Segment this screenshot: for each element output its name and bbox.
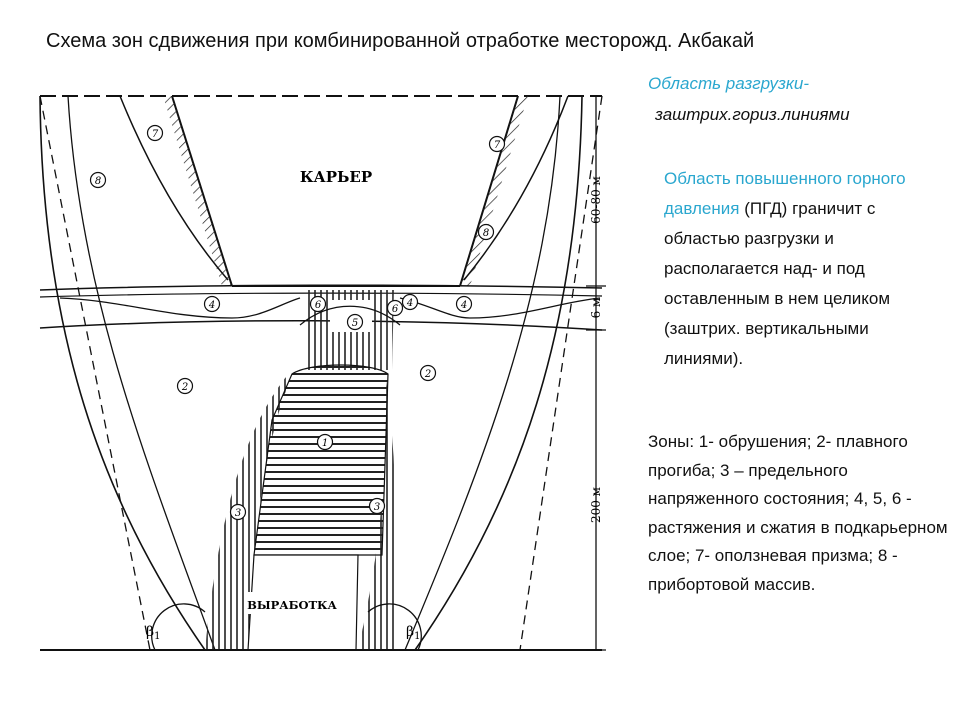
dashed-boundary-right (519, 95, 603, 651)
zone-marker-circle-5 (203, 295, 221, 313)
prism-curve-left (119, 95, 229, 281)
zone-marker-circle-9 (386, 299, 404, 317)
zone-marker-label-14: 3 (235, 508, 241, 519)
slide-title: Схема зон сдвижения при комбинированной … (46, 30, 755, 52)
zones-legend: Зоны: 1- обрушения; 2- плавного прогиба;… (648, 432, 948, 594)
lens-right (399, 297, 601, 319)
zone-marker-label-7: 6 (315, 300, 322, 311)
pgd-desc: граничит с областью разгрузки и располаг… (664, 199, 891, 368)
zone3-right-hatch (358, 372, 398, 650)
outer-envelope-right (414, 95, 583, 651)
zone-marker-circle-1 (146, 124, 164, 142)
zone-marker-label-2: 8 (95, 176, 101, 187)
zone-marker-label-9: 6 (392, 304, 399, 315)
pgd-abbr: (ПГД) (744, 199, 788, 218)
pit-wall-right-hatch (460, 96, 528, 286)
dashed-boundary-left (39, 95, 151, 651)
dim-top: 60-80 м (589, 176, 603, 224)
pgd-title: Область повышенного горного давления (664, 169, 906, 218)
zone-marker-circle-8 (346, 313, 364, 331)
pillar-arc (299, 305, 401, 326)
unload-outline (253, 364, 389, 556)
zone-marker-label-1: 7 (152, 129, 159, 140)
layer-line-top (39, 284, 603, 291)
unload-hatch (254, 365, 388, 555)
inner-envelope-left (67, 95, 216, 651)
zone-marker-circle-11 (176, 377, 194, 395)
zone-marker-circle-4 (477, 223, 495, 241)
pit-wall-left-hatch (163, 96, 232, 286)
pgd-text: Область повышенного горного давления (ПГ… (664, 164, 934, 374)
zone-marker-label-13: 1 (322, 438, 328, 449)
zone-marker-circle-13 (316, 433, 334, 451)
zone-marker-circle-12 (419, 364, 437, 382)
zone-marker-label-6: 4 (460, 300, 467, 311)
zone-marker-circle-3 (488, 135, 506, 153)
inner-envelope-right (404, 95, 561, 651)
zone-marker-label-8: 5 (352, 318, 358, 329)
angle-arc-left (151, 603, 206, 651)
zone-marker-circle-7 (309, 295, 327, 313)
angle-label-right: β1 (406, 624, 420, 642)
prism-curve-right (463, 95, 569, 281)
working-label-bg (248, 592, 334, 614)
dim-mid: 6 м (589, 298, 603, 319)
zone-marker-circle-15 (368, 497, 386, 515)
zone-marker-circle-6 (455, 295, 473, 313)
outer-envelope-left (39, 95, 206, 651)
dim-bottom: 200 м (589, 487, 603, 523)
zone-marker-label-15: 3 (374, 502, 380, 513)
zone-marker-label-10: 4 (406, 298, 413, 309)
working-label: ВЫРАБОТКА (247, 598, 337, 612)
zone-marker-circle-10 (401, 293, 419, 311)
zone-marker-label-4: 8 (483, 228, 489, 239)
angle-label-left: β1 (146, 624, 160, 642)
unload-desc: заштрих.гориз.линиями (655, 105, 850, 124)
zone-marker-label-3: 7 (494, 140, 501, 151)
zone-marker-circle-2 (89, 171, 107, 189)
zone-marker-label-11: 2 (181, 382, 188, 393)
pit-label: КАРЬЕР (300, 168, 372, 186)
zone-marker-circle-14 (229, 503, 247, 521)
zone-marker-label-5: 4 (208, 300, 215, 311)
unload-title: Область разгрузки- (648, 74, 810, 93)
zone-marker-label-12: 2 (424, 369, 431, 380)
lens-left (59, 297, 301, 319)
angle-arc-right (367, 603, 422, 651)
